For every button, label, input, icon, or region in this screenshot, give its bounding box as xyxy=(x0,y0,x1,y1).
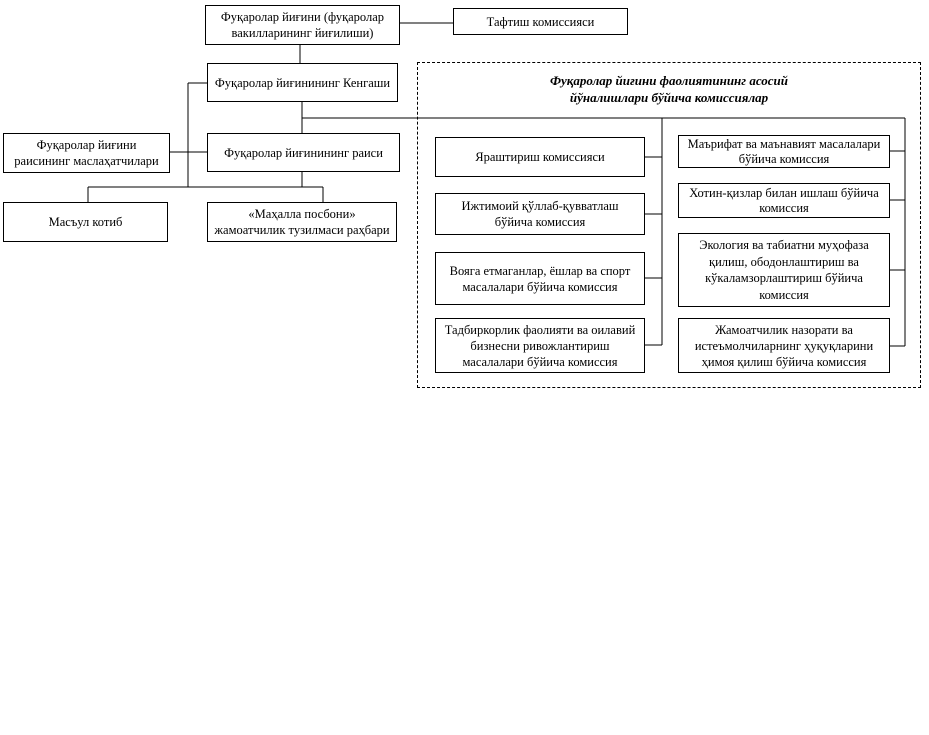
node-commission-enlightenment: Маърифат ва маънавият масалалари бўйича … xyxy=(678,135,890,168)
node-assembly-chairman: Фуқаролар йиғинининг раиси xyxy=(207,133,400,172)
node-commission-public-control: Жамоатчилик назорати ва истеъмолчиларнин… xyxy=(678,318,890,373)
node-commission-ecology: Экология ва табиатни муҳофаза қилиш, обо… xyxy=(678,233,890,307)
node-commission-minors-youth-sport: Вояга етмаганлар, ёшлар ва спорт масалал… xyxy=(435,252,645,305)
commissions-title: Фуқаролар йиғини фаолиятининг асосий йўн… xyxy=(549,73,788,105)
node-chairman-advisors: Фуқаролар йиғини раисининг маслаҳатчилар… xyxy=(3,133,170,173)
node-citizens-assembly: Фуқаролар йиғини (фуқаролар вакилларинин… xyxy=(205,5,400,45)
node-mahalla-posboni-leader: «Маҳалла посбони» жамоатчилик тузилмаси … xyxy=(207,202,397,242)
node-commission-social-support: Ижтимоий қўллаб-қувватлаш бўйича комисси… xyxy=(435,193,645,235)
node-commission-women: Хотин-қизлар билан ишлаш бўйича комиссия xyxy=(678,183,890,218)
commissions-dashed-frame xyxy=(417,62,921,388)
node-audit-commission: Тафтиш комиссияси xyxy=(453,8,628,35)
node-assembly-council: Фуқаролар йиғинининг Кенгаши xyxy=(207,63,398,102)
node-commission-reconciliation: Яраштириш комиссияси xyxy=(435,137,645,177)
node-responsible-secretary: Масъул котиб xyxy=(3,202,168,242)
node-commission-entrepreneurship: Тадбиркорлик фаолияти ва оилавий бизнесн… xyxy=(435,318,645,373)
